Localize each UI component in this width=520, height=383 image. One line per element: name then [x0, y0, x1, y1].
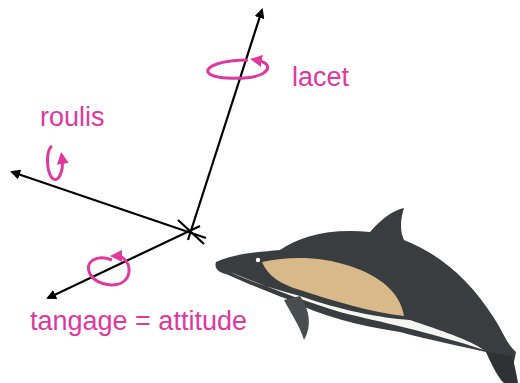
rotation-arrows [48, 60, 268, 285]
axis-label: lacet [292, 62, 349, 92]
axis-label: roulis [40, 102, 105, 132]
axis-label: tangage = attitude [30, 306, 247, 336]
dolphin-illustration [215, 208, 518, 383]
axis-lines [12, 10, 262, 298]
